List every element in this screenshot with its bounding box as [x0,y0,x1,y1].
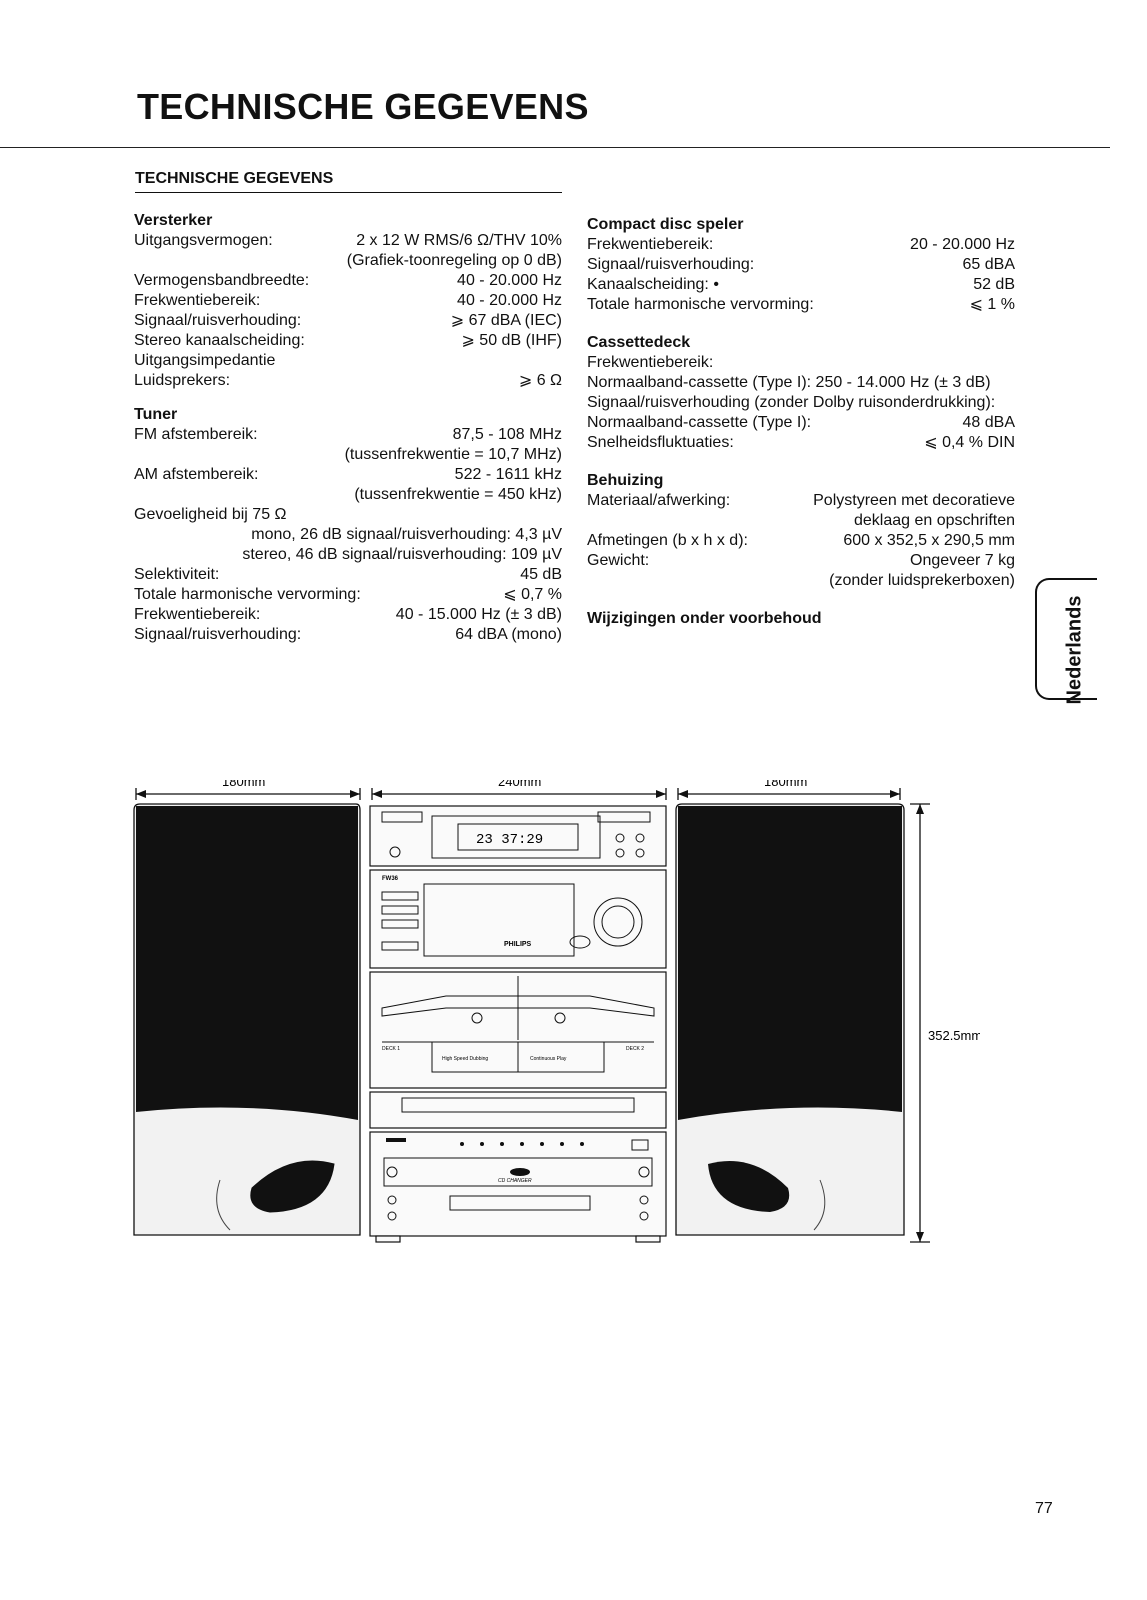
spec-line: Signaal/ruisverhouding (zonder Dolby rui… [587,394,996,411]
spec-line: Normaalband-cassette (Type I): 250 - 14.… [587,374,991,391]
spec-row: Uitgangsvermogen:2 x 12 W RMS/6 Ω/THV 10… [134,232,562,249]
spec-row: Selektiviteit:45 dB [134,566,562,583]
cd-title: Compact disc speler [587,216,744,233]
deck1-label: DECK 1 [382,1046,400,1052]
left-column: Versterker Uitgangsvermogen:2 x 12 W RMS… [134,211,562,645]
dim-center: 240mm [498,780,541,789]
spec-label: Frekwentiebereik: [587,354,714,371]
spec-note: (tussenfrekwentie = 450 kHz) [354,486,562,503]
continuous-label: Continuous Play [530,1056,567,1062]
spec-row: Totale harmonische vervorming:⩽ 1 % [587,296,1015,313]
spec-row: Materiaal/afwerking:Polystyreen met deco… [587,492,1015,509]
spec-row: Afmetingen (b x h x d):600 x 352,5 x 290… [587,532,1015,549]
model-label: FW36 [382,876,399,882]
behuizing-title: Behuizing [587,472,664,489]
versterker-title: Versterker [134,212,213,229]
spec-row: Gewicht:Ongeveer 7 kg [587,552,1015,569]
section-title: TECHNISCHE GEGEVENS [135,170,562,193]
dim-left: 180mm [222,780,265,789]
spec-row: Stereo kanaalscheiding:⩾ 50 dB (IHF) [134,332,562,349]
product-diagram: 180mm 240mm 180mm 352.5mm 23 37:29 FW36 … [133,780,980,1243]
cd-changer-label: CD CHANGER [498,1178,532,1184]
spec-row: Totale harmonische vervorming:⩽ 0,7 % [134,586,562,603]
page-number: 77 [1035,1500,1053,1517]
spec-label: Gevoeligheid bij 75 Ω [134,506,287,523]
title-rule [0,147,1110,148]
brand-label: PHILIPS [504,941,532,948]
spec-note: stereo, 46 dB signaal/ruisverhouding: 10… [242,546,562,563]
dim-right: 180mm [764,780,807,789]
footer-note: Wijzigingen onder voorbehoud [587,610,822,627]
deck2-label: DECK 2 [626,1046,644,1052]
spec-row: Snelheidsfluktuaties:⩽ 0,4 % DIN [587,434,1015,451]
spec-row: Kanaalscheiding: •52 dB [587,276,1015,293]
spec-note: (tussenfrekwentie = 10,7 MHz) [344,446,562,463]
language-tab [1035,578,1097,700]
spec-row: Frekwentiebereik:40 - 15.000 Hz (± 3 dB) [134,606,562,623]
spec-note: (zonder luidsprekerboxen) [829,572,1015,589]
dim-height: 352.5mm [928,1028,980,1043]
display-readout: 23 37:29 [476,832,543,848]
spec-row: AM afstembereik:522 - 1611 kHz [134,466,562,483]
spec-note: deklaag en opschriften [854,512,1015,529]
spec-row: Luidsprekers:⩾ 6 Ω [134,372,562,389]
spec-label: Uitgangsimpedantie [134,352,276,369]
spec-row: Signaal/ruisverhouding:⩾ 67 dBA (IEC) [134,312,562,329]
spec-note: mono, 26 dB signaal/ruisverhouding: 4,3 … [251,526,562,543]
right-column: Compact disc speler Frekwentiebereik:20 … [587,215,1015,629]
language-tab-label: Nederlands [1063,595,1086,705]
spec-row: Normaalband-cassette (Type I):48 dBA [587,414,1015,431]
spec-row: Signaal/ruisverhouding:65 dBA [587,256,1015,273]
spec-row: Frekwentiebereik:40 - 20.000 Hz [134,292,562,309]
spec-row: Signaal/ruisverhouding:64 dBA (mono) [134,626,562,643]
dubbing-label: High Speed Dubbing [442,1056,488,1062]
cassette-title: Cassettedeck [587,334,691,351]
spec-note: (Grafiek-toonregeling op 0 dB) [346,252,562,269]
spec-row: FM afstembereik:87,5 - 108 MHz [134,426,562,443]
page-title: TECHNISCHE GEGEVENS [137,86,589,127]
spec-row: Vermogensbandbreedte:40 - 20.000 Hz [134,272,562,289]
tuner-title: Tuner [134,406,178,423]
spec-row: Frekwentiebereik:20 - 20.000 Hz [587,236,1015,253]
